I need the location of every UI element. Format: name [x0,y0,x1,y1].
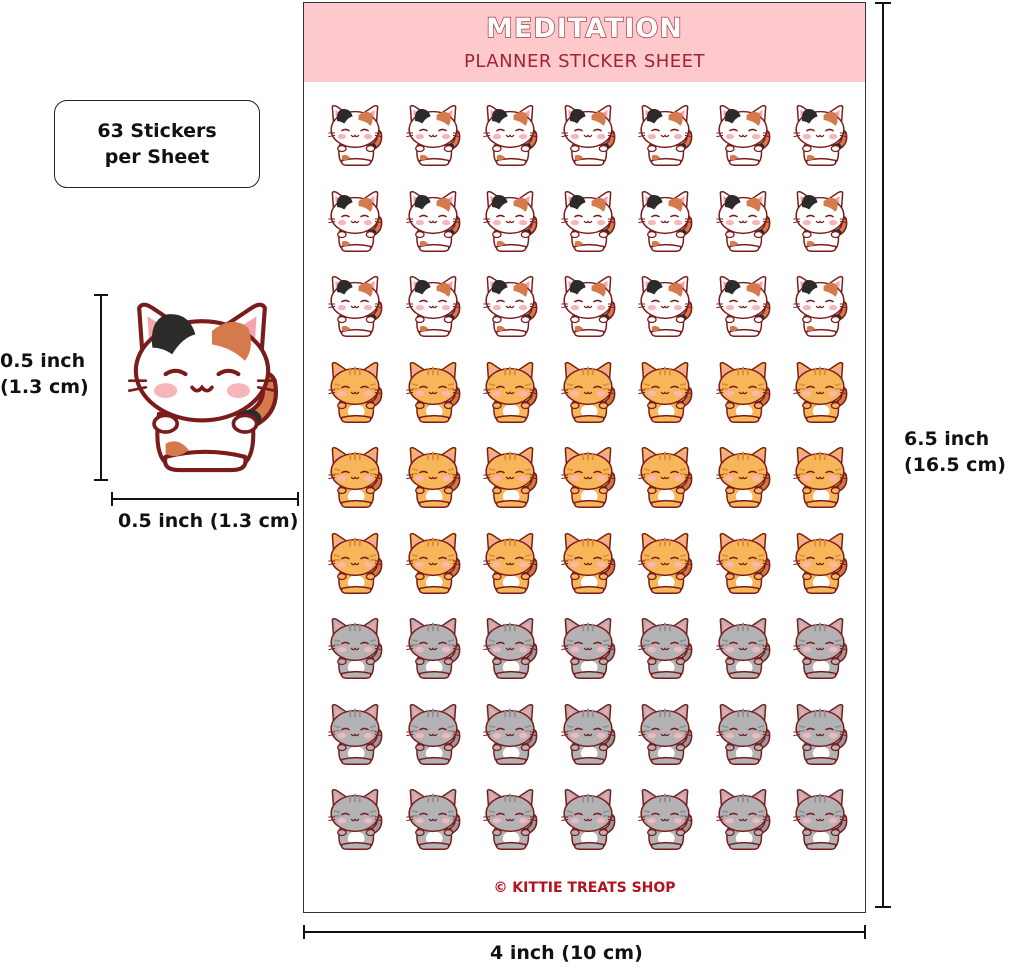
orange-cat-sticker [324,441,386,515]
orange-cat-sticker [712,441,774,515]
calico-cat-sticker [712,185,774,259]
single-width-dim-cap-left [111,492,113,506]
sheet-height-dim-line [882,2,884,908]
gray-cat-sticker [402,783,464,857]
sticker-count-badge: 63 Stickers per Sheet [54,100,260,188]
gray-cat-sticker [402,612,464,686]
sticker-sheet: MEDITATION PLANNER STICKER SHEET [303,2,866,913]
shop-credit: © KITTIE TREATS SHOP [493,880,676,896]
gray-cat-sticker [634,612,696,686]
gray-cat-sticker [634,783,696,857]
orange-cat-sticker [712,356,774,430]
gray-cat-sticker [712,698,774,772]
orange-cat-sticker [479,356,541,430]
gray-cat-sticker [789,612,851,686]
orange-cat-sticker [402,356,464,430]
orange-cat-sticker [712,527,774,601]
sheet-height-label: 6.5 inch (16.5 cm) [904,426,1006,478]
orange-cat-sticker [479,441,541,515]
single-width-dim-cap-right [297,492,299,506]
gray-cat-sticker [789,783,851,857]
sheet-width-dim-line [303,931,866,933]
calico-cat-sticker [634,270,696,344]
orange-cat-sticker [634,441,696,515]
single-height-dim-cap-bottom [94,479,108,481]
gray-cat-sticker [557,783,619,857]
calico-cat-sticker [557,270,619,344]
gray-cat-sticker [634,698,696,772]
calico-cat-sticker [402,270,464,344]
sheet-subtitle: PLANNER STICKER SHEET [463,51,706,72]
orange-cat-sticker [324,356,386,430]
calico-cat-sticker [402,99,464,173]
sheet-width-label: 4 inch (10 cm) [490,942,643,964]
gray-cat-sticker [479,698,541,772]
calico-cat-sticker [712,99,774,173]
calico-cat-sticker [324,99,386,173]
gray-cat-sticker [402,698,464,772]
calico-cat-sticker [557,185,619,259]
orange-cat-sticker [789,441,851,515]
calico-cat-sticker [479,270,541,344]
sheet-title: MEDITATION [485,12,683,44]
gray-cat-sticker [557,698,619,772]
gray-cat-sticker [712,783,774,857]
calico-cat-sticker [402,185,464,259]
gray-cat-sticker [479,783,541,857]
calico-cat-sticker [789,270,851,344]
single-height-dim-line [100,294,102,481]
orange-cat-sticker [634,356,696,430]
sheet-width-dim-cap-left [303,925,305,939]
calico-cat-sticker [557,99,619,173]
calico-cat-sticker [324,185,386,259]
calico-cat-sticker [324,270,386,344]
calico-cat-sticker [712,270,774,344]
calico-cat-sticker-preview [116,294,288,484]
sheet-height-label-inch: 6.5 inch [904,428,990,450]
sheet-height-dim-cap-top [875,2,891,4]
orange-cat-sticker [324,527,386,601]
gray-cat-sticker [324,612,386,686]
orange-cat-sticker [557,441,619,515]
orange-cat-sticker [479,527,541,601]
gray-cat-sticker [324,698,386,772]
single-height-label-cm: (1.3 cm) [0,376,89,398]
calico-cat-sticker [634,185,696,259]
single-height-label: 0.5 inch (1.3 cm) [0,348,89,400]
gray-cat-sticker [789,698,851,772]
calico-cat-sticker [479,185,541,259]
calico-cat-sticker [479,99,541,173]
single-height-label-inch: 0.5 inch [0,350,86,372]
calico-cat-sticker [634,99,696,173]
sticker-count-text: 63 Stickers per Sheet [97,120,217,168]
orange-cat-sticker [789,356,851,430]
orange-cat-sticker [557,356,619,430]
sheet-height-dim-cap-bottom [875,906,891,908]
single-width-dim-line [111,498,299,500]
sheet-header: MEDITATION PLANNER STICKER SHEET [304,3,865,82]
sheet-height-label-cm: (16.5 cm) [904,454,1006,476]
orange-cat-sticker [557,527,619,601]
orange-cat-sticker [789,527,851,601]
gray-cat-sticker [324,783,386,857]
orange-cat-sticker [634,527,696,601]
sheet-width-dim-cap-right [864,925,866,939]
orange-cat-sticker [402,441,464,515]
calico-cat-sticker [789,99,851,173]
gray-cat-sticker [712,612,774,686]
gray-cat-sticker [557,612,619,686]
calico-cat-sticker [789,185,851,259]
orange-cat-sticker [402,527,464,601]
single-height-dim-cap-top [94,294,108,296]
gray-cat-sticker [479,612,541,686]
single-width-label: 0.5 inch (1.3 cm) [118,510,299,532]
